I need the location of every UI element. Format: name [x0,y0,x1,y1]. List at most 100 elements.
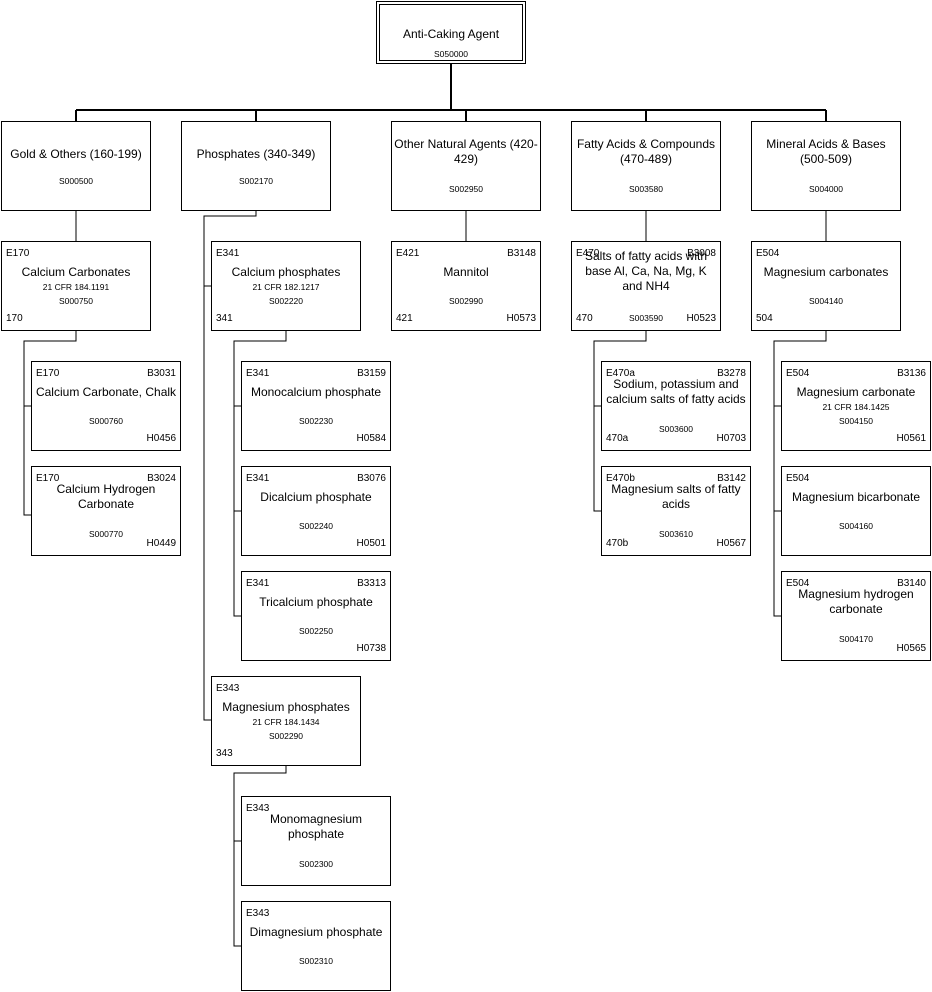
item-title: Calcium Hydrogen Carbonate [56,482,156,511]
ins-number: 470a [606,433,629,444]
item-title: Magnesium carbonate [796,385,916,399]
root-node: Anti-Caking Agent S050000 [376,1,526,64]
e-number: E504 [786,473,810,484]
item-code: S003600 [658,424,694,434]
b-number: B3136 [897,368,926,379]
category-node: Mineral Acids & Bases (500-509) S004000 [751,121,901,211]
b-number: B3031 [147,368,176,379]
e-number: E343 [246,908,270,919]
b-number: B3024 [147,473,176,484]
item-node: E341 B3313 Tricalcium phosphate S002250 … [241,571,391,661]
item-node: E343 Monomagnesium phosphate S002300 [241,796,391,886]
item-node: E470a B3278 Sodium, potassium and calciu… [601,361,751,451]
h-number: H0567 [716,538,746,549]
category-code: S000500 [58,176,94,186]
e-number: E504 [756,248,780,259]
cfr-reference: 21 CFR 184.1191 [42,282,110,292]
group-node: E343 Magnesium phosphates 21 CFR 184.143… [211,676,361,766]
b-number: B3159 [357,368,386,379]
group-title: Mannitol [443,265,489,279]
root-code: S050000 [433,49,469,59]
item-code: S002300 [298,859,334,869]
item-title: Magnesium hydrogen carbonate [798,587,914,616]
group-code: S002220 [268,296,304,306]
e-number: E343 [246,803,270,814]
item-title: Magnesium bicarbonate [791,490,921,504]
item-title: Dicalcium phosphate [260,490,372,504]
group-title: Magnesium phosphates [222,700,350,714]
group-code: S002290 [268,731,304,741]
b-number: B3140 [897,578,926,589]
group-node: E470 B3008 Salts of fatty acids with bas… [571,241,721,331]
category-title: Mineral Acids & Bases (500-509) [766,137,886,166]
category-code: S004000 [808,184,844,194]
ins-number: 470b [606,538,629,549]
group-title: Calcium Carbonates [21,265,131,279]
group-title: Magnesium carbonates [763,265,889,279]
group-title: Salts of fatty acids with base Al, Ca, N… [584,249,708,293]
item-code: S000760 [88,416,124,426]
ins-number: 470 [576,313,593,324]
item-title: Tricalcium phosphate [259,595,373,609]
ins-number: 421 [396,313,413,324]
e-number: E341 [216,248,240,259]
item-code: S004150 [838,416,874,426]
item-code: S002240 [298,521,334,531]
ins-number: 170 [6,313,23,324]
h-number: H0565 [896,643,926,654]
ins-number: 343 [216,748,233,759]
item-title: Sodium, potassium and calcium salts of f… [606,377,746,406]
category-title: Other Natural Agents (420-429) [394,137,538,166]
e-number: E470b [606,473,635,484]
category-code: S003580 [628,184,664,194]
b-number: B3278 [717,368,746,379]
category-title: Fatty Acids & Compounds (470-489) [576,137,716,166]
group-node: E170 Calcium Carbonates 21 CFR 184.1191 … [1,241,151,331]
item-title: Magnesium salts of fatty acids [611,482,741,511]
group-node: E421 B3148 Mannitol S002990 421 H0573 [391,241,541,331]
cfr-reference: 21 CFR 184.1425 [822,402,890,412]
item-title: Monocalcium phosphate [250,385,382,399]
h-number: H0523 [686,313,716,324]
e-number: E470a [606,368,635,379]
item-code: S004160 [838,521,874,531]
item-code: S002310 [298,956,334,966]
e-number: E170 [36,473,60,484]
category-code: S002170 [238,176,274,186]
item-code: S002230 [298,416,334,426]
e-number: E170 [6,248,30,259]
item-node: E343 Dimagnesium phosphate S002310 [241,901,391,991]
b-number: B3142 [717,473,746,484]
h-number: H0501 [356,538,386,549]
b-number: B3148 [507,248,536,259]
item-node: E341 B3159 Monocalcium phosphate S002230… [241,361,391,451]
ins-number: 341 [216,313,233,324]
item-code: S002250 [298,626,334,636]
category-code: S002950 [448,184,484,194]
e-number: E341 [246,578,270,589]
group-code: S004140 [808,296,844,306]
h-number: H0703 [716,433,746,444]
item-node: E170 B3024 Calcium Hydrogen Carbonate S0… [31,466,181,556]
b-number: B3076 [357,473,386,484]
group-code: S000750 [58,296,94,306]
item-node: E504 B3140 Magnesium hydrogen carbonate … [781,571,931,661]
e-number: E341 [246,368,270,379]
h-number: H0449 [146,538,176,549]
e-number: E470 [576,248,600,259]
h-number: H0561 [896,433,926,444]
group-node: E504 Magnesium carbonates S004140 504 [751,241,901,331]
item-code: S004170 [838,634,874,644]
e-number: E341 [246,473,270,484]
item-title: Calcium Carbonate, Chalk [35,385,177,399]
group-title: Calcium phosphates [231,265,341,279]
item-code: S000770 [88,529,124,539]
item-node: E470b B3142 Magnesium salts of fatty aci… [601,466,751,556]
category-title: Gold & Others (160-199) [10,147,142,161]
e-number: E504 [786,368,810,379]
ins-number: 504 [756,313,773,324]
item-title: Monomagnesium phosphate [269,812,363,841]
category-node: Fatty Acids & Compounds (470-489) S00358… [571,121,721,211]
